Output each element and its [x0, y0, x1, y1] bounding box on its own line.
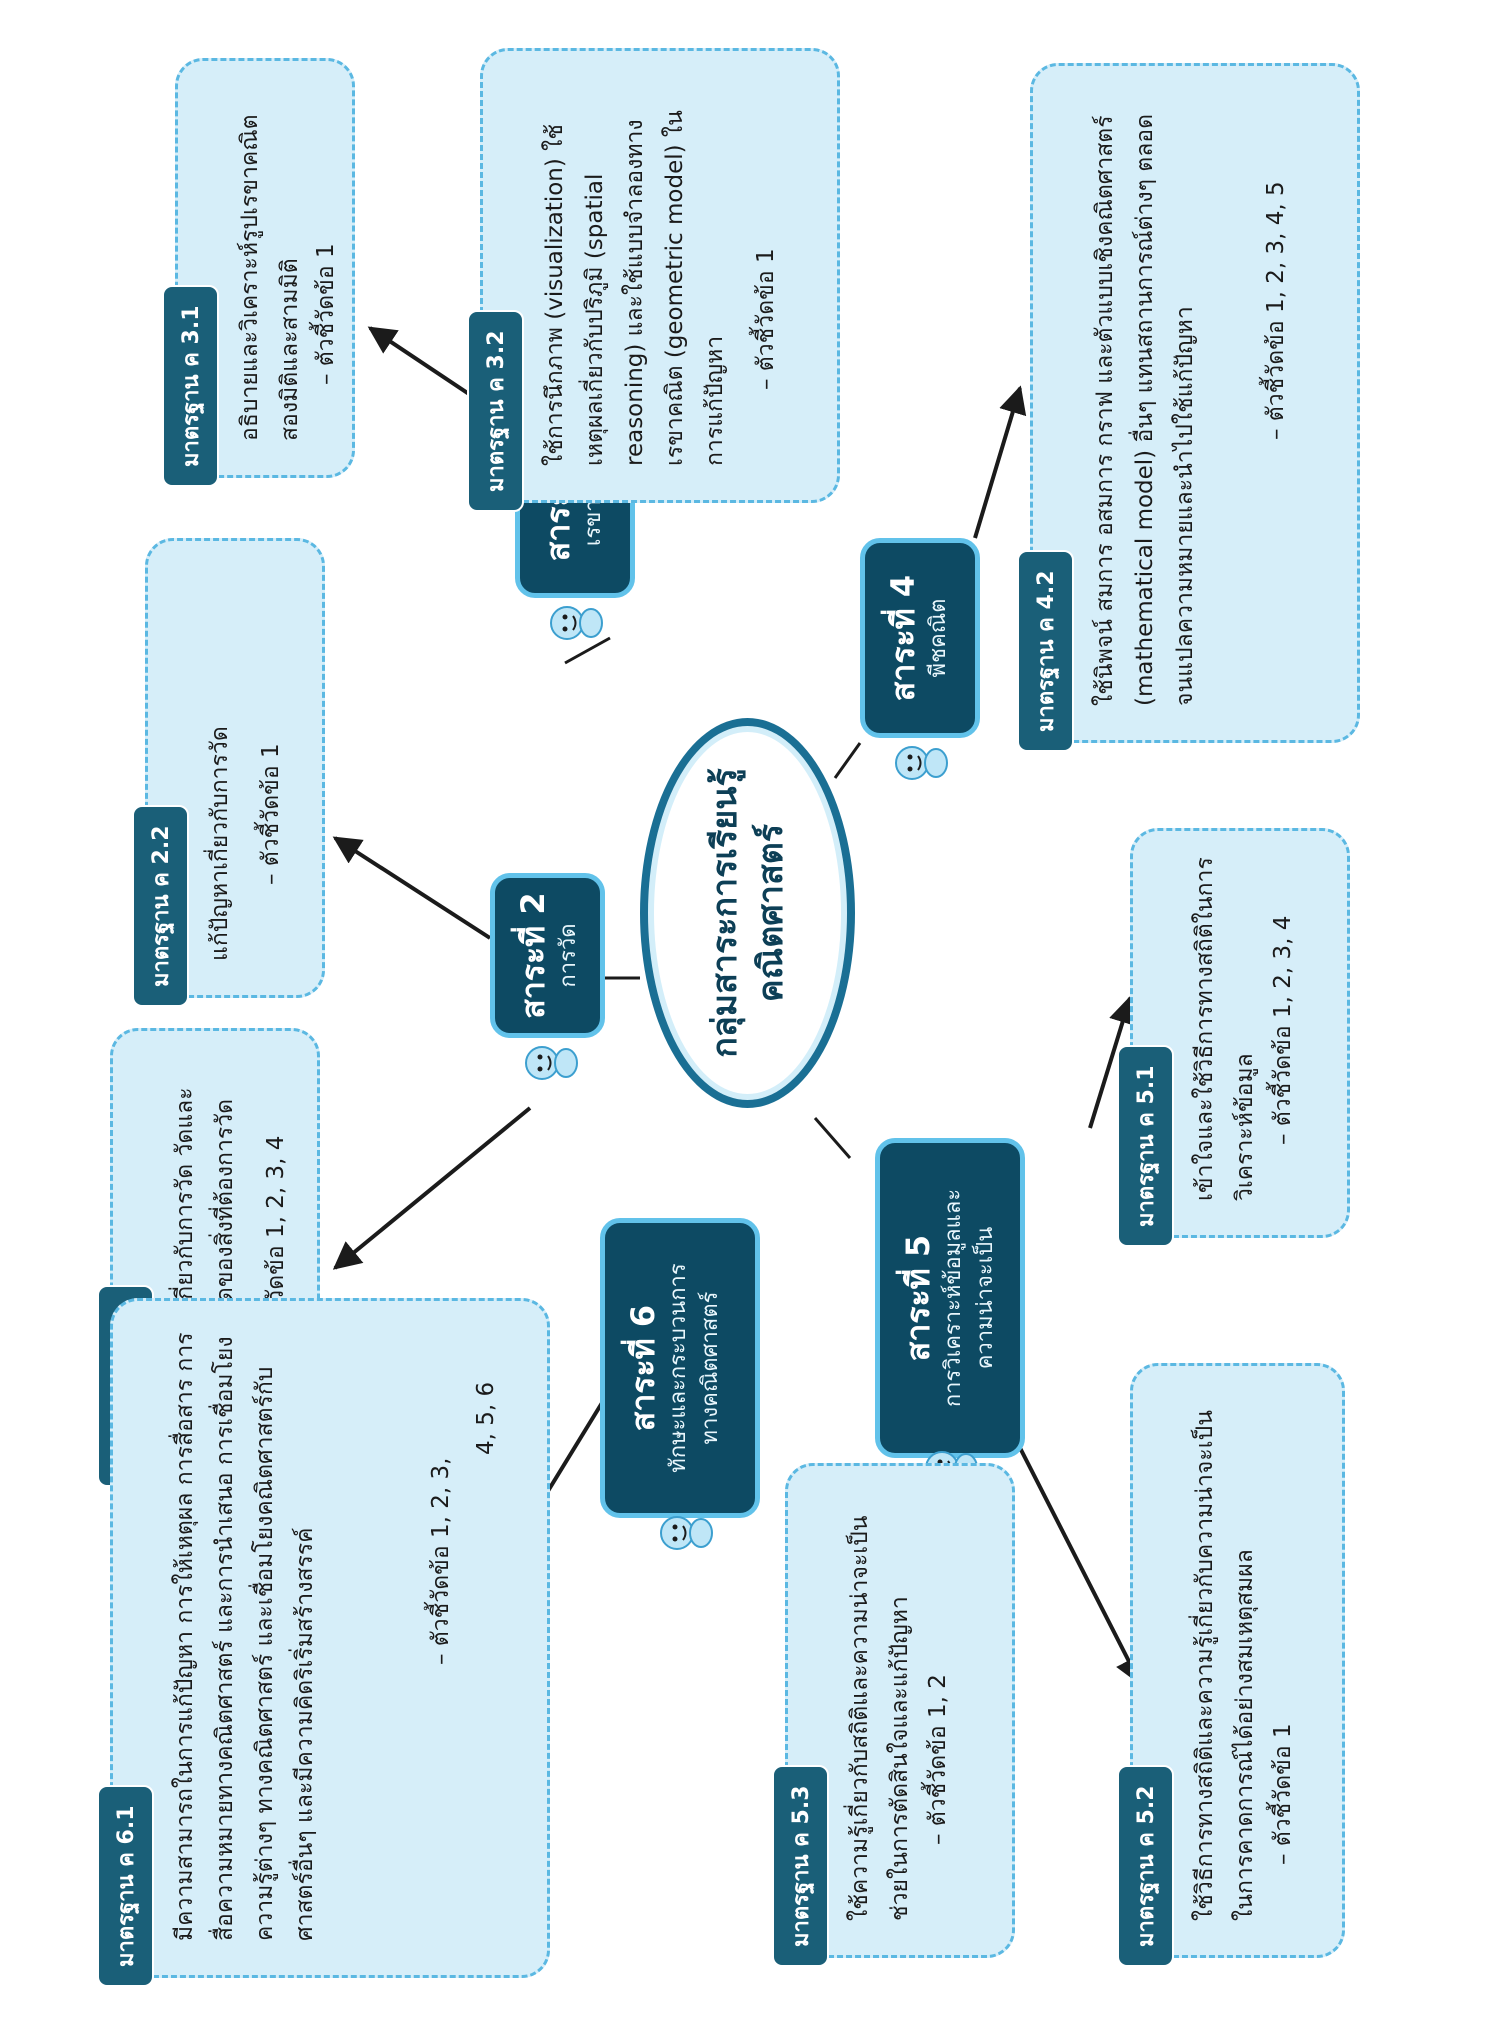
- standard-box-c51: มาตรฐาน ค 5.1 เข้าใจและใช้วิธีการทางสถิต…: [1117, 828, 1350, 1247]
- standard-text-c32: ใช้การนึกภาพ (visualization) ใช้เหตุผลเก…: [542, 110, 728, 466]
- standard-indicator-c32: – ตัวชี้วัดข้อ 1: [753, 248, 779, 390]
- link-hub-s4: [833, 742, 862, 779]
- standard-indicator-c22: – ตัวชี้วัดข้อ 1: [258, 743, 284, 885]
- arrow-s5-c51: [1088, 995, 1136, 1129]
- link-hub-s5: [813, 1117, 852, 1159]
- mascot-icon-s2: [525, 1046, 578, 1080]
- hub-title-line2: คณิตศาสตร์: [750, 823, 791, 1003]
- standard-label-c53: มาตรฐาน ค 5.3: [772, 1765, 829, 1967]
- standard-label-c32: มาตรฐาน ค 3.2: [467, 310, 524, 512]
- standard-indicator-c53: – ตัวชี้วัดข้อ 1, 2: [925, 1674, 951, 1845]
- standard-box-c32: มาตรฐาน ค 3.2 ใช้การนึกภาพ (visualizatio…: [467, 48, 840, 512]
- standard-indicator-c42: – ตัวชี้วัดข้อ 1, 2, 3, 4, 5: [1263, 181, 1289, 440]
- standard-label-c51: มาตรฐาน ค 5.1: [1117, 1045, 1174, 1247]
- arrow-s2-c22: [332, 836, 492, 940]
- standard-text-c42: ใช้นิพจน์ สมการ อสมการ กราฟ และตัวแบบเชิ…: [1092, 113, 1198, 706]
- standard-box-c31: มาตรฐาน ค 3.1 อธิบายและวิเคราะห์รูปเรขาค…: [162, 58, 355, 487]
- strand-6-node: สาระที่ 6 ทักษะและกระบวนการ ทางคณิตศาสตร…: [600, 1218, 760, 1518]
- strand-2-subtitle: การวัด: [556, 923, 581, 988]
- standard-label-c61: มาตรฐาน ค 6.1: [97, 1785, 154, 1987]
- standard-box-c52: มาตรฐาน ค 5.2 ใช้วิธีการทางสถิติและความร…: [1117, 1363, 1345, 1967]
- standard-label-c42: มาตรฐาน ค 4.2: [1017, 550, 1074, 752]
- mascot-icon-s4: [895, 746, 948, 780]
- standard-text-c53: ใช้ความรู้เกี่ยวกับสถิติและความน่าจะเป็น…: [847, 1515, 913, 1921]
- standard-text-c22: แก้ปัญหาเกี่ยวกับการวัด: [207, 726, 233, 961]
- link-hub-s3: [564, 636, 611, 665]
- strand-2-node: สาระที่ 2 การวัด: [490, 873, 605, 1038]
- standard-text-c51: เข้าใจและใช้วิธีการทางสถิติในการวิเคราะห…: [1192, 857, 1258, 1201]
- standard-box-c53: มาตรฐาน ค 5.3 ใช้ความรู้เกี่ยวกับสถิติแล…: [772, 1463, 1015, 1967]
- strand-5-title: สาระที่ 5: [899, 1234, 937, 1362]
- strand-6-subtitle-line1: ทักษะและกระบวนการ: [666, 1263, 691, 1473]
- standard-text-c31: อธิบายและวิเคราะห์รูปเรขาคณิตสองมิติและส…: [237, 114, 303, 441]
- arrow-s5-c52: [1013, 1437, 1142, 1686]
- standard-text-c52: ใช้วิธีการทางสถิติและความรู้เกี่ยวกับควา…: [1192, 1410, 1258, 1921]
- standard-label-c52: มาตรฐาน ค 5.2: [1117, 1765, 1174, 1967]
- standard-indicator-c31: – ตัวชี้วัดข้อ 1: [313, 243, 339, 385]
- standard-indicator-c52: – ตัวชี้วัดข้อ 1: [1270, 1723, 1296, 1865]
- standard-label-c22: มาตรฐาน ค 2.2: [132, 805, 189, 1007]
- strand-4-title: สาระที่ 4: [884, 574, 922, 702]
- strand-5-subtitle-line2: ความน่าจะเป็น: [973, 1226, 998, 1370]
- mascot-icon-s6: [660, 1516, 713, 1550]
- standard-text-c61: มีความสามารถในการแก้ปัญหา การให้เหตุผล ก…: [172, 1332, 318, 1941]
- standard-box-c61: มาตรฐาน ค 6.1 มีความสามารถในการแก้ปัญหา …: [97, 1298, 550, 1987]
- standard-indicator-c51: – ตัวชี้วัดข้อ 1, 2, 3, 4: [1270, 915, 1296, 1145]
- strand-6-subtitle-line2: ทางคณิตศาสตร์: [698, 1291, 723, 1445]
- standard-label-c31: มาตรฐาน ค 3.1: [162, 285, 219, 487]
- hub-title-line1: กลุ่มสาระการเรียนรู้: [704, 768, 745, 1058]
- strand-6-title: สาระที่ 6: [624, 1304, 662, 1432]
- arrow-s4-c42: [973, 385, 1027, 539]
- strand-4-node: สาระที่ 4 พีชคณิต: [860, 538, 980, 738]
- strand-4-subtitle: พีชคณิต: [926, 598, 951, 678]
- standard-box-c22: มาตรฐาน ค 2.2 แก้ปัญหาเกี่ยวกับการวัด – …: [132, 538, 325, 1007]
- arrow-s2-c21: [332, 1106, 532, 1270]
- strand-5-subtitle-line1: การวิเคราะห์ข้อมูลและ: [941, 1188, 966, 1408]
- standard-indicator-c61-line2: 4, 5, 6: [473, 1381, 499, 1455]
- mascot-icon-s3: [550, 606, 603, 640]
- strand-5-node: สาระที่ 5 การวิเคราะห์ข้อมูลและ ความน่าจ…: [875, 1138, 1025, 1458]
- standard-indicator-c61: – ตัวชี้วัดข้อ 1, 2, 3,: [428, 1457, 454, 1665]
- hub-oval: กลุ่มสาระการเรียนรู้ คณิตศาสตร์: [640, 718, 855, 1108]
- strand-2-title: สาระที่ 2: [514, 892, 552, 1019]
- standard-box-c42: มาตรฐาน ค 4.2 ใช้นิพจน์ สมการ อสมการ กรา…: [1017, 63, 1360, 752]
